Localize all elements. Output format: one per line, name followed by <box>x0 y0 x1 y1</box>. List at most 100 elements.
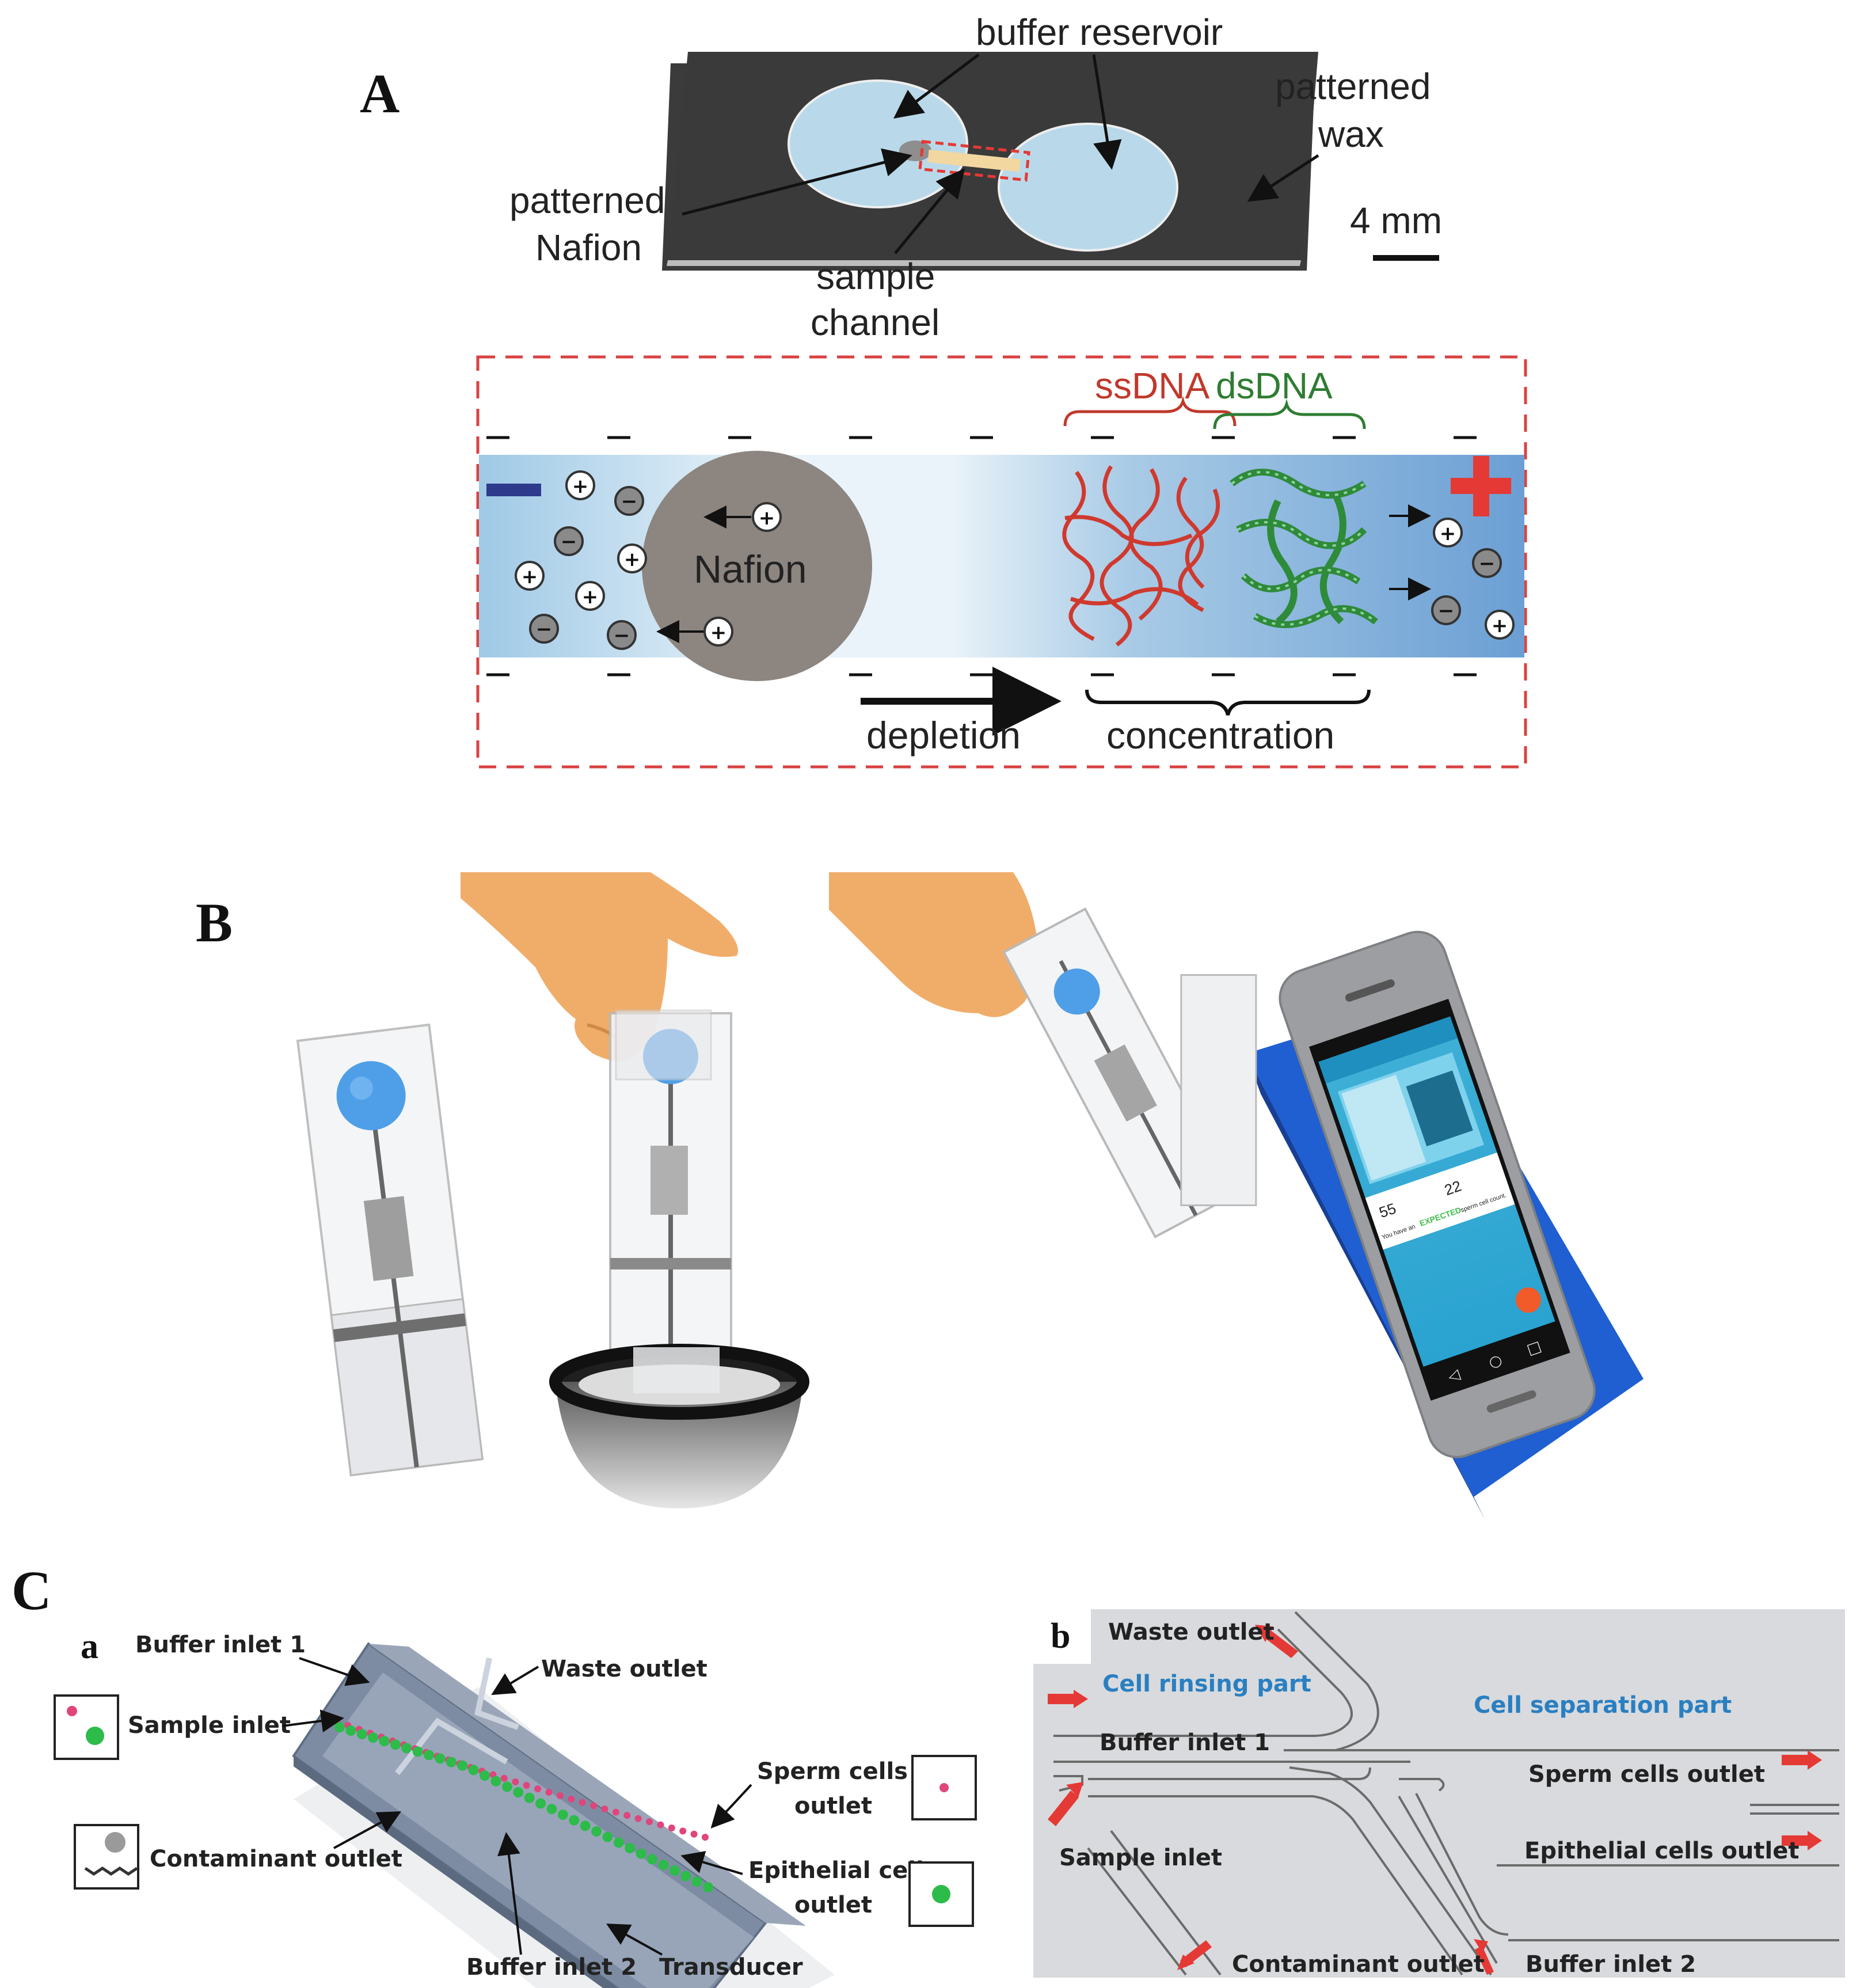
svg-text:+: + <box>710 621 727 644</box>
epithelial-cell-dot <box>625 1843 636 1854</box>
epithelial-cell-dot <box>703 1882 713 1892</box>
zoom-box <box>918 139 1030 182</box>
chip-1 <box>296 1023 484 1477</box>
label-buffer-reservoir: buffer reservoir <box>976 12 1223 53</box>
svg-text:−: − <box>536 618 553 641</box>
epithelial-cell-dot <box>379 1736 390 1747</box>
epithelial-cell-dot <box>513 1787 524 1798</box>
label-sample-channel-1: sample <box>816 256 935 297</box>
epithelial-cell-dot <box>424 1750 435 1761</box>
epithelial-cell-dot <box>356 1729 367 1740</box>
b-label-cell-rinsing: Cell rinsing part <box>1102 1671 1311 1697</box>
b-label-buffer-inlet-1: Buffer inlet 1 <box>1100 1729 1270 1756</box>
a-label-buffer-inlet-1: Buffer inlet 1 <box>135 1632 306 1658</box>
epithelial-cell-dot <box>501 1781 512 1792</box>
epithelial-cell-dot <box>680 1871 691 1881</box>
panel-a-letter: A <box>360 63 400 124</box>
sperm-cell-dot <box>679 1827 687 1835</box>
epithelial-cell-dot <box>569 1815 580 1826</box>
brace-dsdna <box>1213 398 1366 429</box>
epithelial-cell-dot <box>490 1776 501 1786</box>
sperm-cell-dot <box>634 1815 642 1822</box>
sperm-cell-dot <box>590 1802 598 1810</box>
svg-text:+: + <box>1440 522 1456 545</box>
epithelial-cell-dot <box>480 1770 490 1781</box>
sperm-cell-dot <box>612 1808 619 1816</box>
epithelial-cell-dot <box>557 1809 568 1820</box>
sperm-cell-dot <box>579 1799 586 1806</box>
b-label-buffer-inlet-2: Buffer inlet 2 <box>1526 1951 1696 1978</box>
epithelial-cell-dot <box>446 1757 457 1767</box>
b-label-epithelial-outlet: Epithelial cells outlet <box>1524 1838 1799 1864</box>
a-label-sample-inlet: Sample inlet <box>128 1712 291 1739</box>
cell-streams <box>333 1718 713 1892</box>
hand-2 <box>829 872 1038 1017</box>
sperm-cell-dot <box>512 1778 519 1785</box>
epithelial-cell-dot <box>368 1732 379 1743</box>
label-depletion: depletion <box>866 714 1021 757</box>
legend-box-contaminant <box>74 1824 139 1890</box>
anode-plus-v <box>1473 456 1489 516</box>
zoom-panel <box>476 355 1527 769</box>
sperm-cell-dot <box>623 1812 631 1819</box>
label-concentration: concentration <box>1106 714 1334 757</box>
ions-left: + − − + + + − − + + <box>515 470 782 650</box>
svg-text:−: − <box>614 624 630 647</box>
label-sample-channel-2: channel <box>811 302 939 343</box>
epithelial-cell-dot <box>401 1743 412 1754</box>
svg-text:+: + <box>759 507 775 530</box>
sperm-cell-dot <box>556 1792 564 1799</box>
sperm-cell-dot <box>702 1834 709 1841</box>
a-label-sperm-cells-outlet-2: outlet <box>794 1793 872 1819</box>
epithelial-cell-dot <box>613 1837 624 1848</box>
label-patterned-wax-2: wax <box>1318 113 1384 155</box>
svg-text:+: + <box>624 548 641 571</box>
wax-slide <box>662 52 1318 271</box>
b-label-waste-outlet: Waste outlet <box>1108 1619 1275 1645</box>
sperm-cell-dot <box>523 1782 530 1789</box>
epithelial-cell-dot <box>468 1765 479 1776</box>
epithelial-cell-dot <box>591 1826 602 1837</box>
epithelial-cell-dot <box>636 1848 646 1859</box>
epithelial-cell-dot <box>669 1865 680 1876</box>
panel-c-letter: C <box>12 1560 51 1621</box>
a-label-contaminant-outlet: Contaminant outlet <box>150 1846 402 1872</box>
epithelial-cell-dot <box>580 1820 591 1831</box>
ions-right: + − − + <box>1431 518 1515 640</box>
a-label-sperm-cells-outlet-1: Sperm cells <box>757 1758 908 1785</box>
svg-text:−: − <box>621 490 638 513</box>
panel-b-letter: B <box>196 892 233 953</box>
flow-arrows <box>1048 1625 1822 1975</box>
label-dsdna: dsDNA <box>1216 365 1333 406</box>
buffer-reservoir-right <box>998 123 1178 252</box>
cathode-minus <box>486 484 541 496</box>
legend-box-sample <box>54 1694 119 1760</box>
device-a <box>292 1642 835 1988</box>
b-label-sperm-cells-outlet: Sperm cells outlet <box>1528 1761 1765 1788</box>
epithelial-cell-dot <box>535 1798 546 1809</box>
label-patterned-wax-1: patterned <box>1275 66 1431 107</box>
panel-c-sub-a: a <box>81 1627 98 1666</box>
sperm-cell-dot <box>690 1830 698 1838</box>
smartphone: 55 22 You have an EXPECTED sperm cell co… <box>1180 930 1596 1458</box>
svg-text:+: + <box>582 586 599 609</box>
svg-text:+: + <box>522 565 538 588</box>
epithelial-cell-dot <box>412 1746 423 1757</box>
epithelial-cell-dot <box>345 1725 356 1736</box>
label-patterned-nafion-1: patterned <box>509 180 665 221</box>
a-label-epithelial-outlet-2: outlet <box>794 1892 872 1918</box>
epithelial-cell-dot <box>390 1739 401 1750</box>
epithelial-cell-dot <box>435 1753 446 1764</box>
svg-text:+: + <box>572 475 589 498</box>
sperm-cell-dot <box>534 1785 542 1793</box>
sample-channel <box>927 149 1021 172</box>
chip-2 <box>609 1009 732 1383</box>
label-ssdna: ssDNA <box>1095 365 1209 406</box>
phone-fab-button[interactable] <box>1512 1284 1545 1316</box>
epithelial-cell-dot <box>647 1854 658 1865</box>
svg-text:−: − <box>1438 599 1455 622</box>
sperm-cell-dot <box>601 1805 608 1813</box>
b-label-contaminant-outlet: Contaminant outlet <box>1232 1951 1485 1978</box>
ssdna-strands <box>1062 465 1220 647</box>
